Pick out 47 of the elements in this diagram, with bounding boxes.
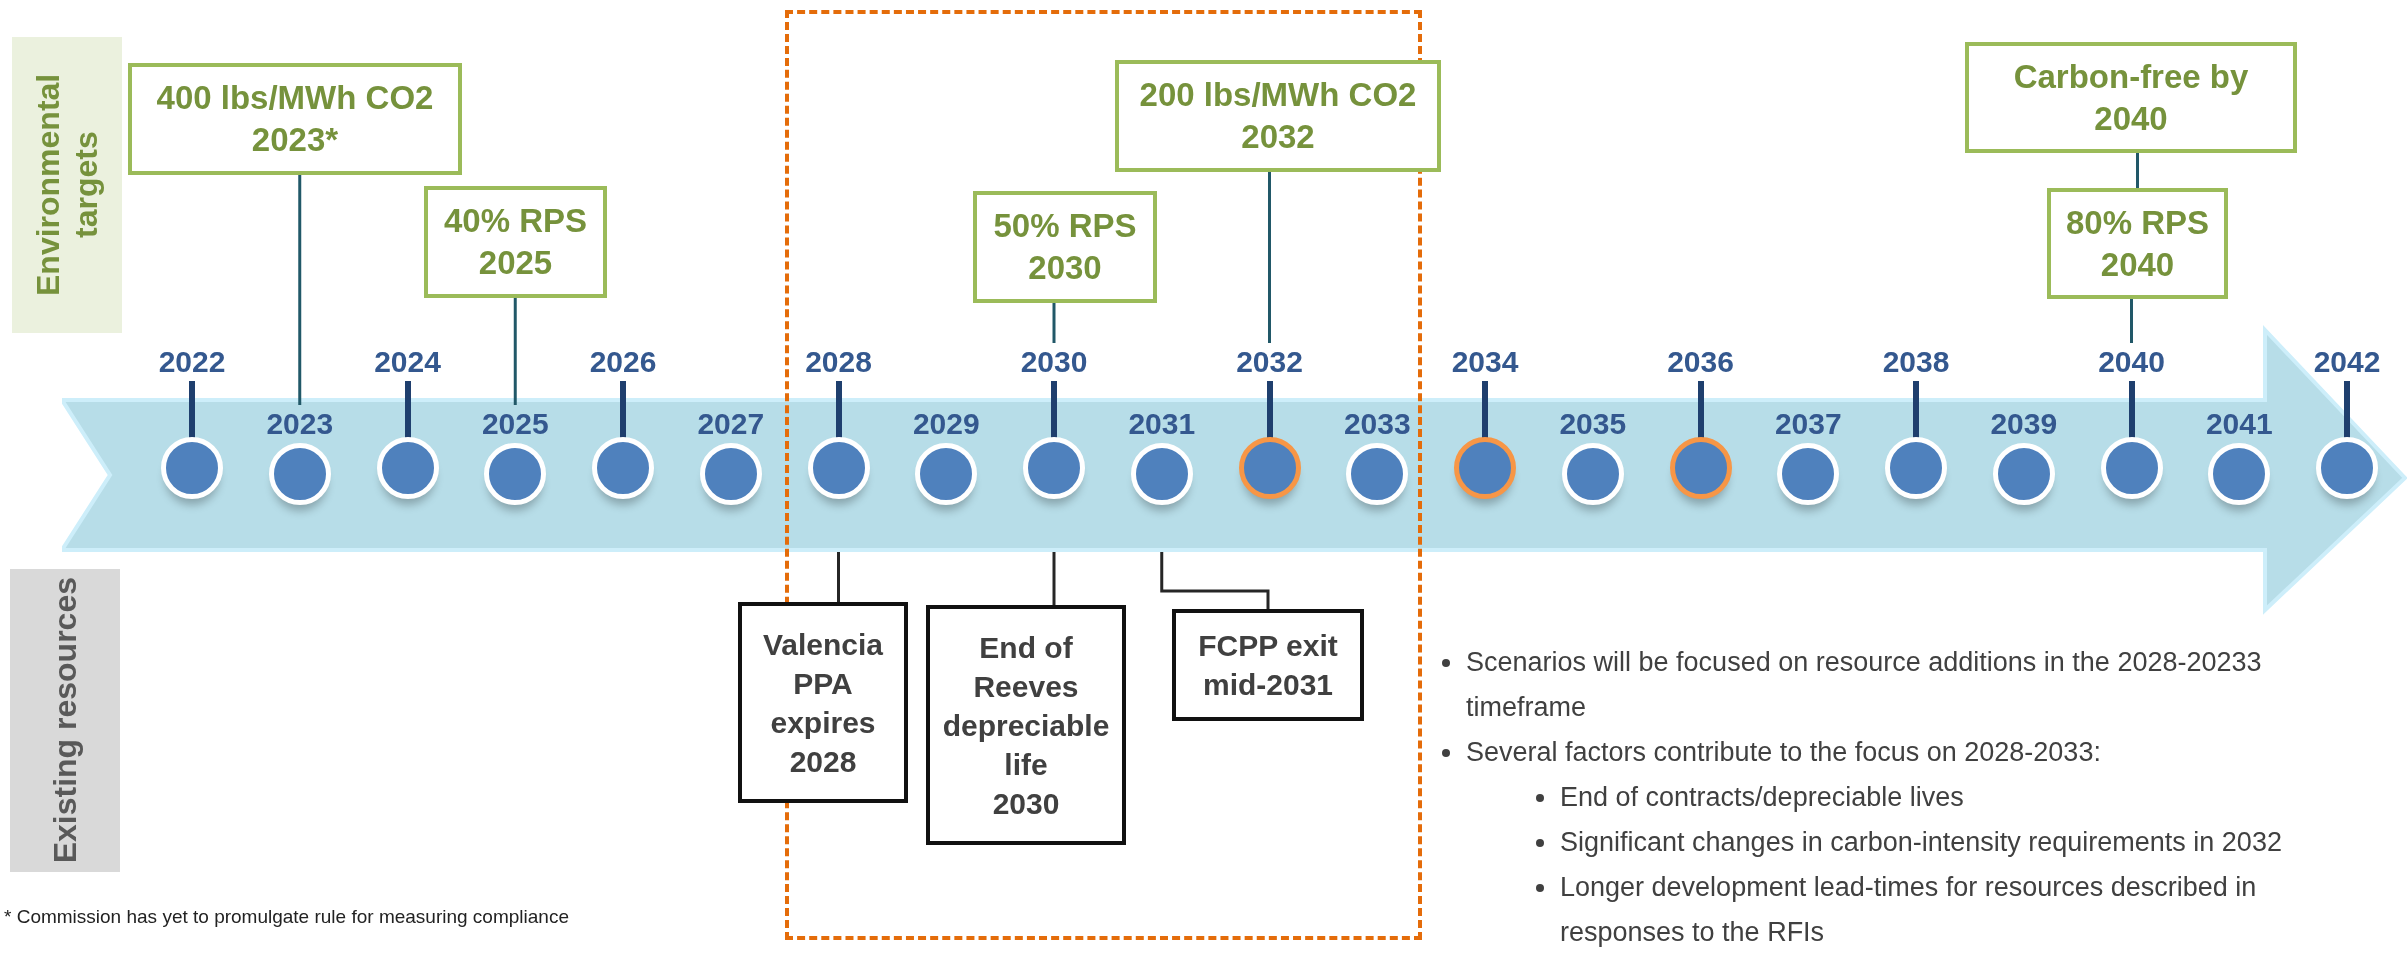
section-label: Existing resources: [10, 569, 120, 872]
year-label: 2024: [374, 344, 441, 380]
bullet-text: Longer development lead-times for resources described in responses to the RFIs: [1560, 871, 2258, 949]
footnote: * Commission has yet to promulgate rule for measuring compliance: [4, 906, 569, 928]
connector-line: [298, 175, 302, 405]
connector-line: [513, 298, 517, 405]
resource-box: Valencia PPA expires 2028: [738, 602, 908, 803]
connector-line: [1052, 552, 1056, 605]
target-box: 400 lbs/MWh CO2 2023*: [128, 63, 462, 175]
year-label: 2039: [1990, 406, 2058, 442]
connector-line: [2130, 299, 2133, 343]
bullet-text: Scenarios will be focused on resource additions in the 2028-20233 timeframe: [1466, 646, 2263, 724]
target-box: 200 lbs/MWh CO2 2032: [1115, 60, 1441, 172]
resource-box: End of Reeves depreciable life 2030: [926, 605, 1126, 845]
year-label: 2022: [158, 344, 226, 380]
connector-line: [1268, 172, 1271, 343]
year-label: 2031: [1128, 406, 1196, 442]
target-box: 50% RPS 2030: [973, 191, 1157, 303]
connector-line: [1052, 303, 1056, 343]
year-label: 2041: [2205, 406, 2273, 442]
year-label: 2040: [2098, 344, 2165, 380]
year-label: 2030: [1020, 344, 1088, 380]
year-label: 2035: [1559, 406, 1627, 442]
year-label: 2034: [1451, 344, 1519, 380]
year-label: 2025: [481, 406, 549, 442]
year-label: 2026: [589, 344, 657, 380]
connector-line: [837, 552, 840, 602]
year-label: 2036: [1667, 344, 1734, 380]
target-box: Carbon-free by 2040: [1965, 42, 2297, 153]
bullet-text: Significant changes in carbon-intensity requirements in 2032: [1560, 826, 2283, 859]
resource-box: FCPP exit mid-2031: [1172, 609, 1364, 721]
year-label: 2028: [805, 344, 872, 380]
bullet-text: Several factors contribute to the focus on 2028-2033:: [1466, 736, 2102, 769]
connector-line: [1160, 552, 1270, 609]
year-label: 2033: [1343, 406, 1411, 442]
target-box: 40% RPS 2025: [424, 186, 607, 298]
year-label: 2023: [266, 406, 334, 442]
bullet-text: End of contracts/depreciable lives: [1560, 781, 1965, 814]
year-label: 2029: [912, 406, 980, 442]
year-label: 2032: [1236, 344, 1303, 380]
connector-line: [2136, 153, 2139, 188]
year-label: 2027: [697, 406, 765, 442]
year-label: 2037: [1774, 406, 1842, 442]
target-box: 80% RPS 2040: [2047, 188, 2228, 299]
section-label: Environmental targets: [12, 37, 122, 333]
year-label: 2038: [1882, 344, 1950, 380]
year-label: 2042: [2313, 344, 2381, 380]
